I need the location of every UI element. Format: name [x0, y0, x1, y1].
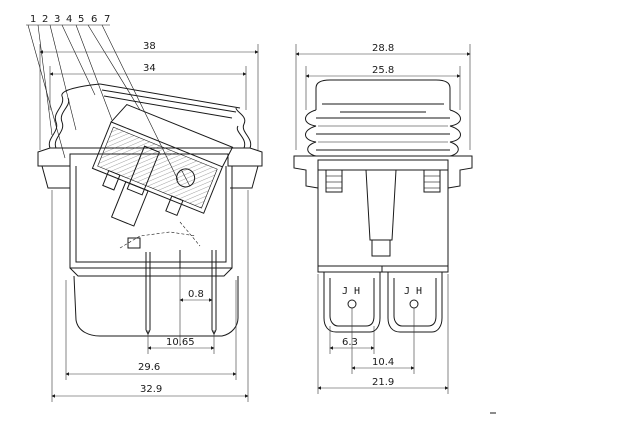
- dim-side-0-8: 0.8: [179, 268, 213, 346]
- dim-front-25-8: 25.8: [305, 65, 461, 110]
- dim-side-38: 38: [39, 41, 259, 150]
- dim-side-34-label: 34: [143, 63, 156, 74]
- callout-2: 2: [42, 14, 48, 25]
- callout-5: 5: [78, 14, 84, 25]
- terminal-mark-left: J H: [342, 286, 360, 297]
- callout-3: 3: [54, 14, 60, 25]
- dim-side-29-6: 29.6: [65, 280, 237, 380]
- callout-4: 4: [66, 14, 72, 25]
- callout-7: 7: [104, 14, 110, 25]
- front-view: 28.8 25.8: [293, 43, 473, 394]
- dim-front-25-8-label: 25.8: [372, 65, 394, 76]
- dim-front-21-9-label: 21.9: [372, 377, 394, 388]
- side-view: 1 2 3 4 5 6 7 38: [26, 14, 263, 402]
- dim-front-28-8-label: 28.8: [372, 43, 394, 54]
- terminal-mark-right: J H: [404, 286, 422, 297]
- side-bellows: [48, 83, 252, 149]
- dim-side-32-9-label: 32.9: [140, 384, 162, 395]
- front-rocker-cap: [315, 79, 451, 113]
- callout-1: 1: [30, 14, 36, 25]
- callout-numbers: 1 2 3 4 5 6 7: [30, 14, 110, 25]
- side-housing: [69, 166, 239, 337]
- side-bezel: [37, 147, 263, 189]
- dim-front-10-4-label: 10.4: [372, 357, 394, 368]
- front-bezel: [293, 155, 473, 189]
- front-terminal-right: J H: [387, 272, 443, 333]
- front-bellows: [305, 109, 461, 157]
- dim-front-10-4: 10.4: [351, 308, 415, 374]
- side-contacts: [119, 221, 217, 336]
- dim-side-32-9: 32.9: [51, 190, 249, 402]
- side-rocker-mechanism: [91, 103, 234, 227]
- dim-side-29-6-label: 29.6: [138, 362, 160, 373]
- dim-side-10-65-label: 10.65: [166, 337, 195, 348]
- dim-front-6-3-label: 6.3: [342, 337, 358, 348]
- callout-6: 6: [91, 14, 97, 25]
- dim-side-38-label: 38: [143, 41, 156, 52]
- dim-front-21-9: 21.9: [317, 274, 449, 394]
- front-housing: [317, 159, 449, 273]
- dim-front-28-8: 28.8: [295, 43, 471, 150]
- dim-side-0-8-label: 0.8: [188, 289, 204, 300]
- dim-side-10-65: 10.65: [147, 330, 215, 354]
- dim-side-34: 34: [49, 63, 247, 110]
